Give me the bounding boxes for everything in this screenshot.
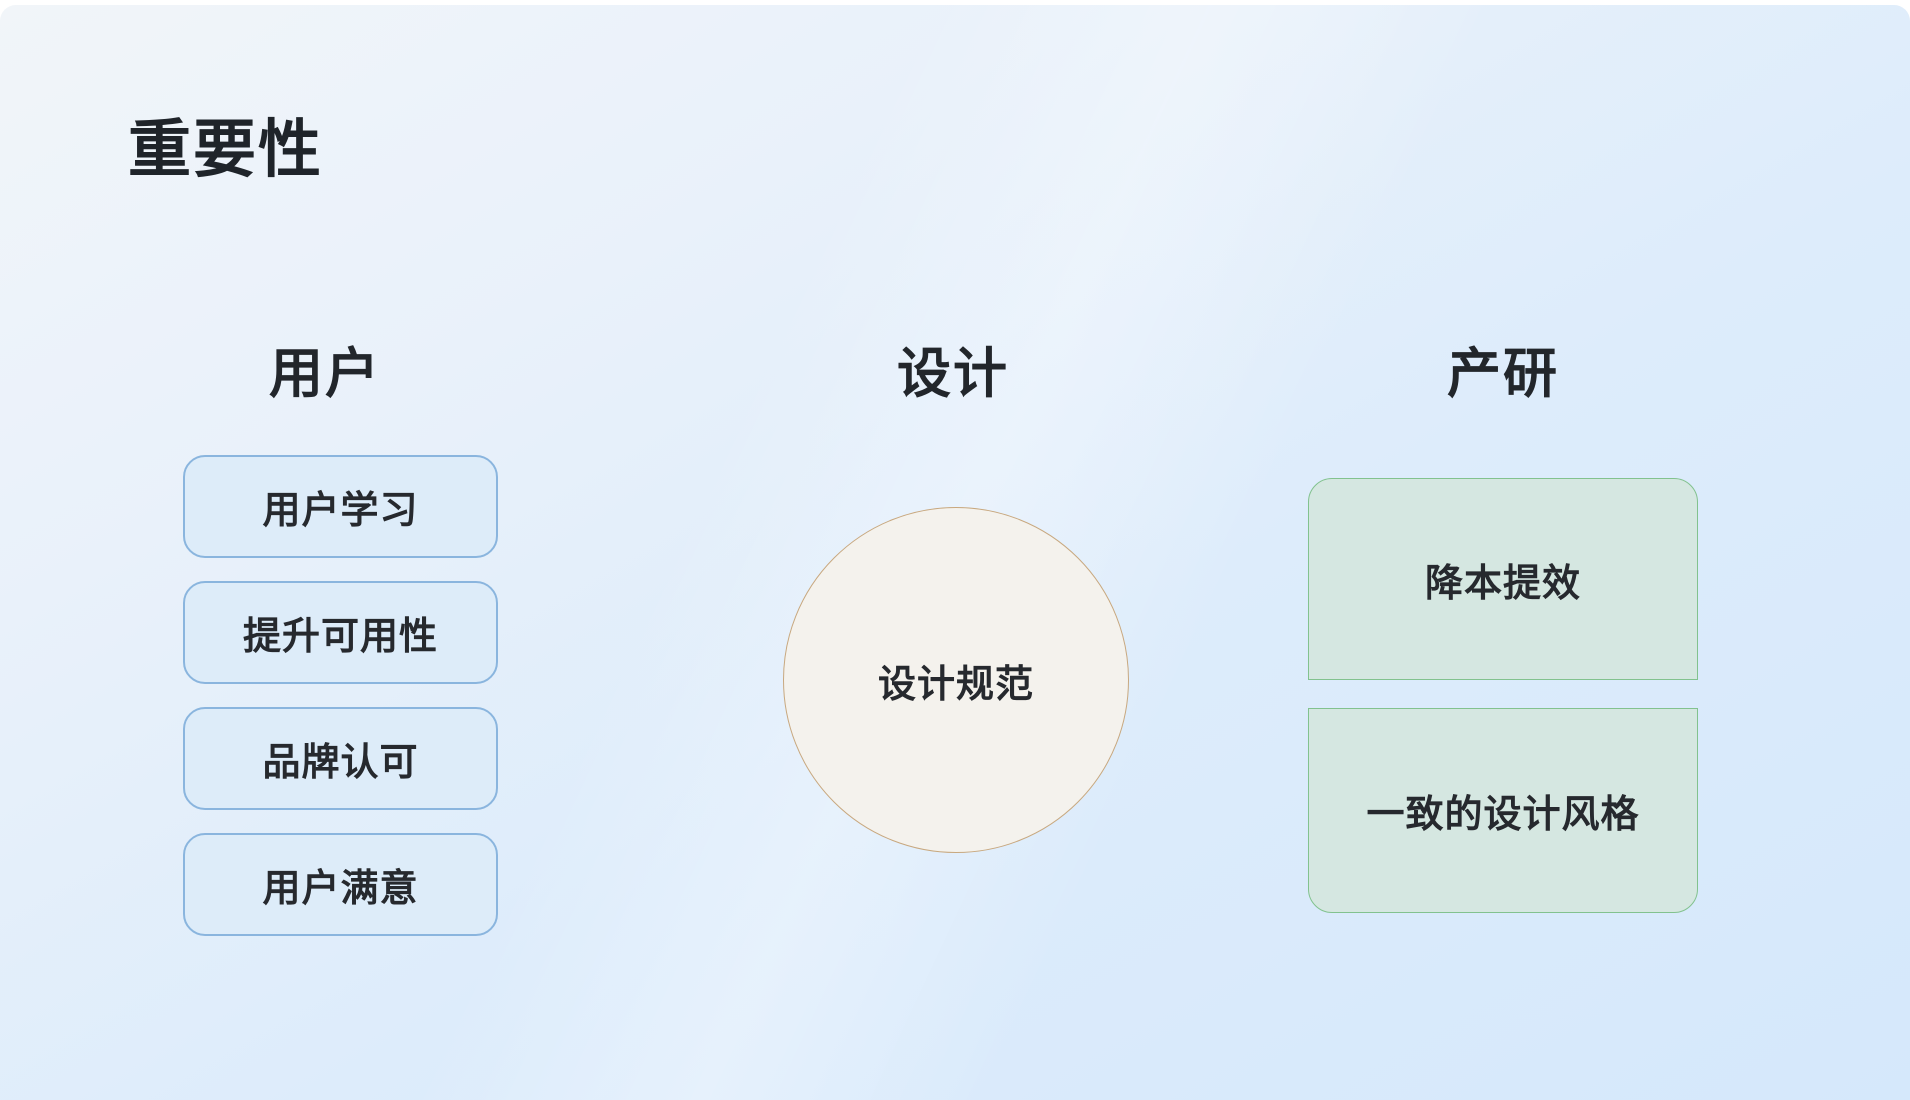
node-label: 用户满意 — [262, 868, 419, 910]
user-node-satisfaction: 用户满意 — [183, 833, 498, 936]
user-node-usability: 提升可用性 — [183, 581, 498, 684]
user-node-learning: 用户学习 — [183, 455, 498, 558]
node-label: 品牌认可 — [262, 742, 419, 784]
column-header-design: 设计 — [897, 344, 1009, 404]
node-label: 降本提效 — [1424, 562, 1581, 605]
product-node-consistent-style: 一致的设计风格 — [1308, 708, 1698, 913]
design-spec-circle: 设计规范 — [783, 507, 1129, 853]
slide-canvas: 重要性 用户 设计 产研 用户学习 提升可用性 品牌认可 用户满意 设计规范 降… — [0, 5, 1910, 1100]
page-title: 重要性 — [128, 115, 323, 185]
node-label: 用户学习 — [262, 490, 419, 532]
column-header-users: 用户 — [269, 344, 381, 404]
user-node-brand: 品牌认可 — [183, 707, 498, 810]
node-label: 一致的设计风格 — [1366, 794, 1640, 836]
node-label: 提升可用性 — [242, 616, 438, 658]
node-label: 设计规范 — [877, 663, 1034, 706]
column-header-product-rnd: 产研 — [1447, 344, 1559, 404]
product-node-efficiency: 降本提效 — [1308, 478, 1698, 680]
